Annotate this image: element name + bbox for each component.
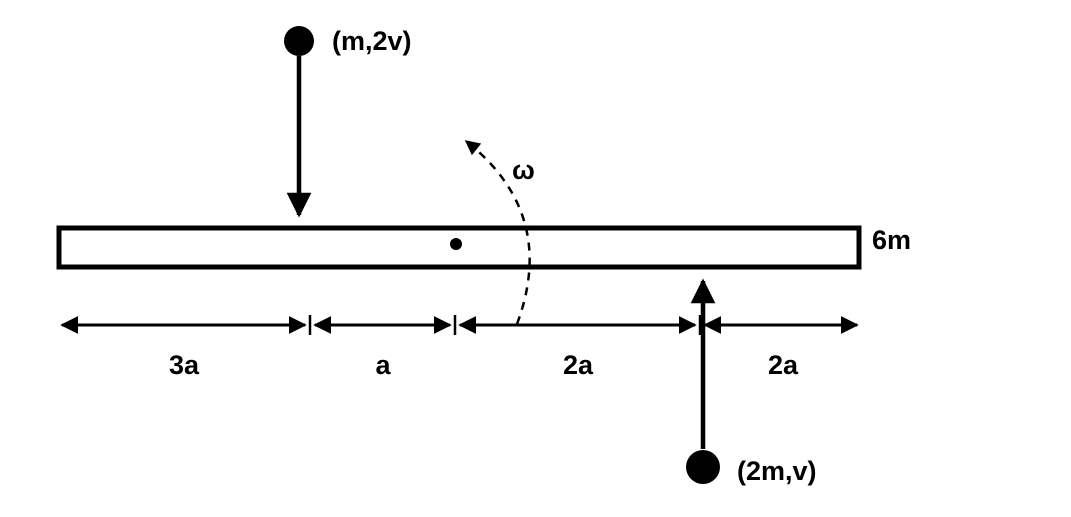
- rod-mass-label: 6m: [872, 225, 911, 255]
- ball-bottom: [686, 450, 720, 484]
- ball-bottom-label: (2m,v): [737, 456, 817, 486]
- omega-label: ω: [512, 155, 535, 185]
- ball-top: [284, 26, 314, 56]
- dimension-label-2a-right: 2a: [768, 350, 799, 380]
- dimension-label-3a: 3a: [169, 350, 200, 380]
- dimension-label-2a-left: 2a: [563, 350, 594, 380]
- rod: [56, 225, 862, 270]
- dimension-label-a: a: [375, 350, 391, 380]
- rod-center-dot: [450, 238, 462, 250]
- ball-top-label: (m,2v): [332, 26, 412, 56]
